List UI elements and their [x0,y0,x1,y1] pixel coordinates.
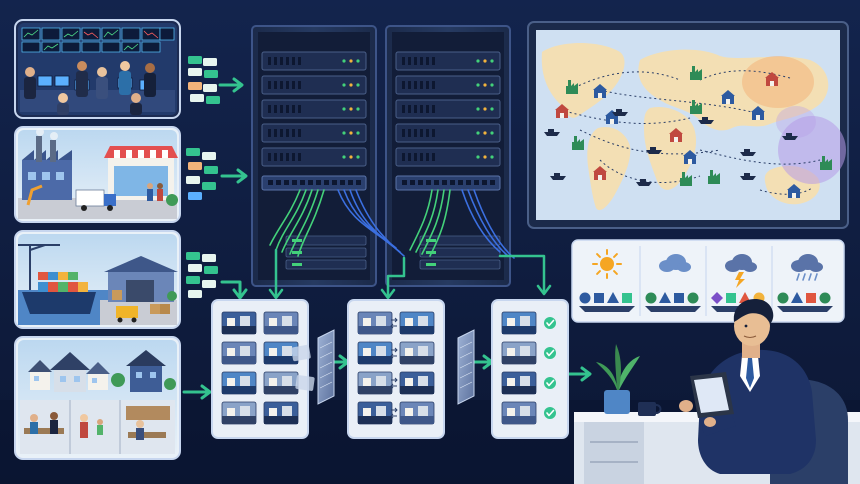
analyst-scene [574,298,860,484]
server-unit [261,75,367,95]
server-unit [395,75,501,95]
network-switch [395,175,501,191]
source-panel-trading-floor [14,19,181,119]
warehouse-marker [765,72,779,86]
data-cards-1 [188,56,220,104]
world-map-screen [527,21,849,229]
rain-cloud-icon [791,254,823,281]
ship-marker [740,173,756,180]
sun-icon [592,249,622,279]
trader-figures [24,61,156,115]
ship-marker [636,179,652,186]
warehouse-marker [593,166,607,180]
cloud-icon [659,254,691,272]
factory-marker [690,66,702,80]
storage-unit [419,235,501,246]
data-cards-group [186,56,220,298]
warehouse-marker [751,106,765,120]
processing-panel [347,299,445,439]
warehouse-marker [555,104,569,118]
check-icon [544,317,556,329]
server-unit [261,99,367,119]
server-unit [261,147,367,167]
ship-marker [646,147,662,154]
glass-filter-1 [317,329,335,405]
network-switch [261,175,367,191]
condition-column [639,246,701,316]
conditions-panel [571,239,845,323]
factory-marker [572,136,584,150]
patch-cables [269,189,515,259]
rack-output-arrows [268,248,552,300]
ship-marker [544,129,560,136]
warehouse-marker [683,150,697,164]
factory-marker [680,172,692,186]
storage-unit [285,259,367,270]
ship-marker [612,109,628,116]
storm-cloud-icon [725,254,757,288]
server-units [261,51,501,270]
server-unit [395,99,501,119]
server-unit [395,147,501,167]
server-unit [261,123,367,143]
ship-marker [740,149,756,156]
ship-marker [698,117,714,124]
source-panel-factory-and-store [14,126,181,223]
glass-filter-2 [457,329,475,405]
warehouse-marker [593,84,607,98]
tray [579,306,635,312]
ship-marker [550,173,566,180]
source-panel-neighborhood-and-offices [14,336,181,460]
factory-marker [690,100,702,114]
warehouse-marker [669,128,683,142]
processing-panel [491,299,569,439]
check-icon [544,407,556,419]
storage-unit [419,259,501,270]
storage-unit [285,247,367,258]
factory-marker [708,170,720,184]
server-unit [261,51,367,71]
data-cards-3 [186,252,218,298]
server-unit [395,123,501,143]
ship-marker [782,133,798,140]
factory-marker [820,156,832,170]
flow-arrows [182,77,592,400]
check-icon [544,377,556,389]
processing-panels [211,299,569,439]
warehouse-marker [721,90,735,104]
storage-unit [285,235,367,246]
warehouse-marker [787,184,801,198]
source-panel-port-and-warehouse [14,230,181,329]
tablet [679,372,734,418]
map-markers [544,66,832,198]
condition-column [771,246,833,316]
plant [596,344,640,414]
server-unit [395,51,501,71]
processing-panel [211,299,315,439]
shipping-routes [559,70,821,195]
check-icon [544,347,556,359]
data-cards-2 [186,148,218,200]
condition-column [579,249,635,312]
tray [645,306,701,312]
tray [777,306,833,312]
arrow-source-3 [220,280,242,298]
factory-marker [566,80,578,94]
